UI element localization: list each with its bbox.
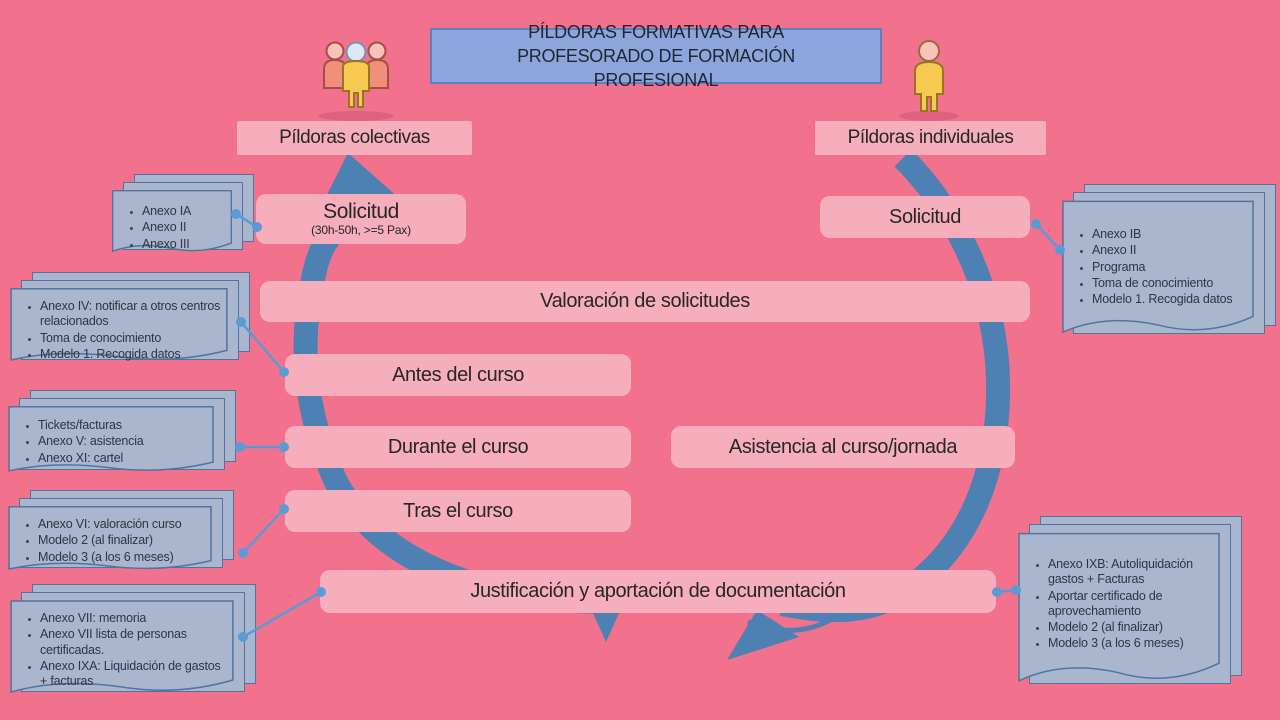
doc-item: Aportar certificado de aprovechamiento: [1048, 589, 1214, 620]
doc-item: Toma de conocimiento: [40, 331, 222, 346]
doc-item: Anexo IV: notificar a otros centros rela…: [40, 299, 222, 330]
doc-item: Modelo 3 (a los 6 meses): [38, 550, 206, 565]
document-sheet-shape: [1018, 532, 1220, 692]
doc-list: Tickets/facturasAnexo V: asistenciaAnexo…: [8, 406, 214, 466]
step-valoracion-solicitudes: Valoración de solicitudes: [260, 281, 1030, 322]
doc-stack-left-5: Anexo VII: memoriaAnexo VII lista de per…: [10, 584, 256, 700]
doc-item: Anexo II: [142, 220, 226, 235]
doc-item: Anexo XI: cartel: [38, 451, 208, 466]
document-sheet: Anexo VI: valoración cursoModelo 2 (al f…: [8, 506, 212, 576]
step-label: Durante el curso: [387, 435, 529, 458]
step-sublabel: (30h-50h, >=5 Pax): [311, 223, 411, 238]
document-sheet-shape: [1062, 200, 1254, 342]
connector-dot: [235, 442, 245, 452]
doc-item: Modelo 2 (al finalizar): [1048, 620, 1214, 635]
doc-item: Anexo IXB: Autoliquidación gastos + Fact…: [1048, 557, 1214, 588]
document-sheet: Anexo IV: notificar a otros centros rela…: [10, 288, 228, 368]
branch-label-individuales: Píldoras individuales: [815, 121, 1046, 155]
person-icon: [914, 40, 944, 112]
document-sheet: Tickets/facturasAnexo V: asistenciaAnexo…: [8, 406, 214, 478]
step-label: Justificación y aportación de documentac…: [470, 580, 846, 602]
document-sheet-shape: [10, 288, 228, 368]
step-asistencia-curso-jornada: Asistencia al curso/jornada: [671, 426, 1015, 468]
doc-item: Anexo VII lista de personas certificadas…: [40, 627, 228, 658]
doc-item: Anexo VII: memoria: [40, 611, 228, 626]
document-sheet-shape: [8, 406, 214, 478]
document-sheet: Anexo IBAnexo II ProgramaToma de conocimi…: [1062, 200, 1254, 342]
document-sheet-shape: [8, 506, 212, 576]
connector-left4-tras: [242, 508, 285, 554]
doc-item: Anexo IXA: Liquidación de gastos + factu…: [40, 659, 228, 690]
doc-item: Anexo IB: [1092, 227, 1248, 242]
connector-justificacion-right2: [996, 588, 1017, 594]
doc-stack-right-1: Anexo IBAnexo II ProgramaToma de conocimi…: [1062, 184, 1276, 342]
doc-stack-left-1: Anexo IAAnexo II Anexo III: [112, 174, 254, 258]
connector-dot: [238, 548, 248, 558]
right-arc-arrowhead: [727, 610, 799, 660]
diagram-title: PÍLDORAS FORMATIVAS PARA PROFESORADO DE …: [430, 22, 882, 90]
right-arc-swoosh: [747, 611, 842, 633]
doc-list: Anexo VI: valoración cursoModelo 2 (al f…: [8, 506, 212, 565]
doc-list: Anexo VII: memoriaAnexo VII lista de per…: [10, 600, 234, 689]
doc-list: Anexo IXB: Autoliquidación gastos + Fact…: [1018, 532, 1220, 652]
step-justificacion-documentacion: Justificación y aportación de documentac…: [320, 570, 996, 613]
people-group-icon: [323, 41, 389, 108]
document-sheet-shape: [10, 600, 234, 700]
person-body: [914, 60, 944, 112]
doc-list: Anexo IAAnexo II Anexo III: [112, 190, 232, 252]
document-sheet-shape: [112, 190, 232, 258]
step-label: Solicitud: [889, 205, 961, 228]
step-solicitud-colectivas: Solicitud (30h-50h, >=5 Pax): [256, 194, 466, 244]
step-solicitud-individuales: Solicitud: [820, 196, 1030, 238]
branch-label-colectivas: Píldoras colectivas: [237, 121, 472, 155]
connector-dot: [1031, 219, 1041, 229]
doc-item: Toma de conocimiento: [1092, 276, 1248, 291]
doc-list: Anexo IBAnexo II ProgramaToma de conocimi…: [1062, 200, 1254, 307]
step-label: Asistencia al curso/jornada: [728, 435, 958, 458]
doc-item: Anexo VI: valoración curso: [38, 517, 206, 532]
doc-item: Modelo 2 (al finalizar): [38, 533, 206, 548]
connector-solicitud-right1: [1035, 223, 1061, 251]
doc-item: Programa: [1092, 260, 1248, 275]
doc-item: Anexo IA: [142, 204, 226, 219]
step-tras-el-curso: Tras el curso: [285, 490, 631, 532]
doc-list: Anexo IV: notificar a otros centros rela…: [10, 288, 228, 362]
document-sheet: Anexo IAAnexo II Anexo III: [112, 190, 232, 258]
doc-stack-left-2: Anexo IV: notificar a otros centros rela…: [10, 272, 250, 368]
doc-item: Anexo III: [142, 237, 226, 252]
doc-item: Anexo V: asistencia: [38, 434, 208, 449]
doc-item: Modelo 1. Recogida datos: [1092, 292, 1248, 307]
step-durante-el-curso: Durante el curso: [285, 426, 631, 468]
document-sheet: Anexo IXB: Autoliquidación gastos + Fact…: [1018, 532, 1220, 692]
left-cycle-arc: [293, 203, 607, 614]
step-label: Tras el curso: [403, 499, 513, 522]
step-label: Antes del curso: [392, 363, 524, 386]
doc-item: Tickets/facturas: [38, 418, 208, 433]
center-person-body: [342, 59, 370, 108]
doc-item: Anexo II: [1092, 243, 1248, 258]
left-arc-tail: [593, 613, 619, 642]
document-sheet: Anexo VII: memoriaAnexo VII lista de per…: [10, 600, 234, 700]
doc-stack-left-4: Anexo VI: valoración cursoModelo 2 (al f…: [8, 490, 234, 576]
step-label: Valoración de solicitudes: [540, 290, 750, 312]
step-label: Solicitud: [323, 200, 399, 224]
doc-stack-right-2: Anexo IXB: Autoliquidación gastos + Fact…: [1018, 516, 1242, 692]
doc-item: Modelo 1. Recogida datos: [40, 347, 222, 362]
doc-item: Modelo 3 (a los 6 meses): [1048, 636, 1214, 651]
step-antes-del-curso: Antes del curso: [285, 354, 631, 396]
doc-stack-left-3: Tickets/facturasAnexo V: asistenciaAnexo…: [8, 390, 236, 478]
